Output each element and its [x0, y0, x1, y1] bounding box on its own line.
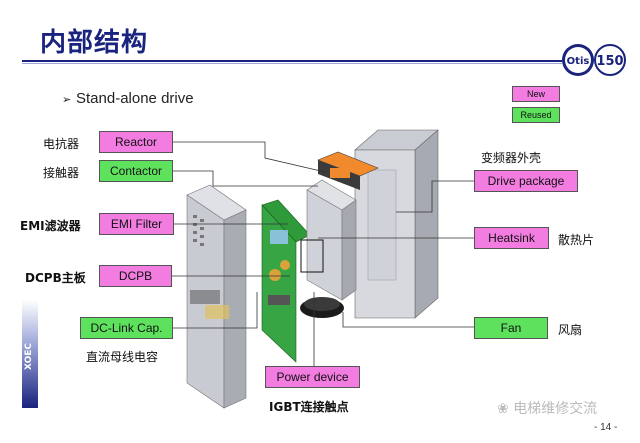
dcpb-cn-label: DCPB主板: [25, 271, 86, 285]
front-cover: [186, 184, 247, 409]
side-brand-label: XOEC: [24, 342, 34, 370]
connector-lines: [172, 141, 474, 366]
page-title: 内部结构: [40, 28, 149, 58]
contactor-label: Contactor: [99, 160, 173, 182]
drive-package-label: Drive package: [474, 170, 578, 192]
bullet-icon: ➢: [62, 93, 72, 106]
otis-150-logo-icon: Otis 150: [562, 44, 626, 76]
dc-link-cn-label: 直流母线电容: [86, 350, 159, 364]
fan-cn-label: 风扇: [558, 323, 583, 337]
power-device-cn-label: IGBT连接触点: [269, 400, 349, 414]
dc-link-label: DC-Link Cap.: [80, 317, 173, 339]
emi-filter-cn-label: EMI滤波器: [20, 219, 81, 233]
legend-new: New: [512, 86, 560, 102]
fan-unit: [300, 297, 344, 318]
legend-reused: Reused: [512, 107, 560, 123]
power-device-label: Power device: [265, 366, 360, 388]
svg-text:150: 150: [596, 54, 623, 69]
title-divider-thin: [22, 63, 562, 64]
reactor-block: [317, 151, 379, 190]
emi-filter-label: EMI Filter: [99, 213, 174, 235]
wechat-icon: ❀: [497, 401, 514, 417]
subtitle: Stand-alone drive: [76, 90, 194, 107]
drive-package-housing: [354, 129, 439, 319]
title-divider: [22, 60, 562, 62]
heatsink-cn-label: 散热片: [558, 233, 595, 247]
dcpb-board: [261, 199, 311, 363]
contactor-cn-label: 接触器: [43, 166, 80, 180]
reactor-label: Reactor: [99, 131, 173, 153]
side-brand-strip: [22, 300, 38, 408]
heatsink-label: Heatsink: [474, 227, 549, 249]
svg-text:Otis: Otis: [567, 56, 590, 67]
page-number: - 14 -: [594, 422, 618, 433]
fan-label: Fan: [474, 317, 548, 339]
watermark-text: 电梯维修交流: [513, 401, 598, 417]
reactor-cn-label: 电抗器: [43, 137, 80, 151]
dcpb-label: DCPB: [99, 265, 172, 287]
drive-package-cn-label: 变频器外壳: [481, 151, 542, 165]
watermark: ❀ 电梯维修交流: [497, 398, 597, 418]
